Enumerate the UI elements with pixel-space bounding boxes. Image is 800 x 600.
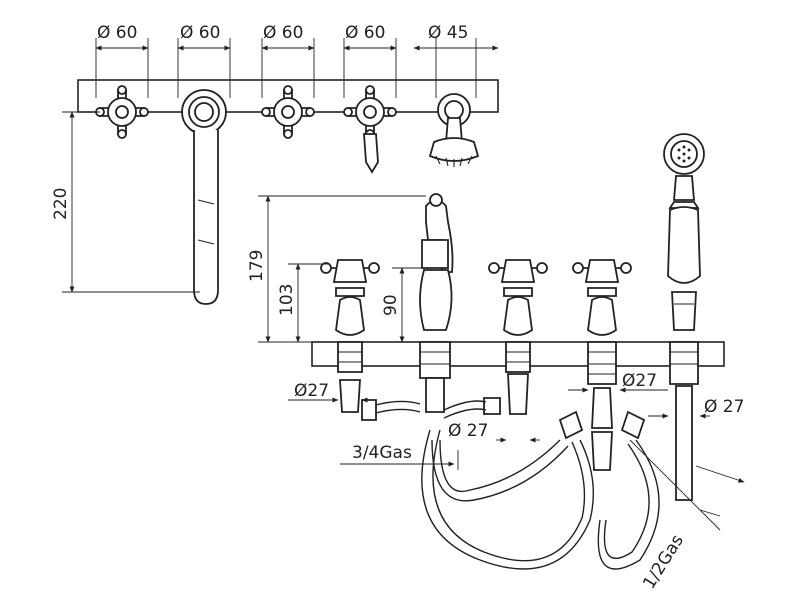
spout-front	[419, 193, 454, 379]
valve-front-1	[320, 259, 380, 373]
height-103-label: 103	[277, 284, 297, 316]
top-view: Ø 60 Ø 60 Ø 60 Ø 60 Ø 45	[51, 23, 499, 305]
height-90-label: 90	[381, 294, 401, 316]
hoses	[339, 373, 660, 570]
spout-top-arm	[193, 130, 219, 305]
front-view: 179 103 90 Ø27 Ø 27 Ø27 Ø 27 3/4Gas 1/2G…	[247, 133, 745, 593]
top-diam-1-label: Ø 60	[97, 23, 137, 43]
thread-34-label: 3/4Gas	[352, 443, 412, 463]
cross-handle-top-3	[261, 85, 315, 139]
diverter-stem-top	[363, 133, 379, 174]
height-220-label: 220	[51, 188, 71, 220]
height-179-label: 179	[247, 250, 267, 282]
cross-handle-top-4	[343, 85, 397, 139]
thread-12-label: 1/2Gas	[639, 531, 688, 592]
top-diam-4-label: Ø 60	[345, 23, 385, 43]
top-diam-2-label: Ø 60	[180, 23, 220, 43]
shower-holder-top	[428, 93, 480, 167]
diam-27-right-label: Ø 27	[704, 397, 744, 417]
valve-front-3	[488, 259, 548, 373]
diam-27-left-label: Ø27	[294, 381, 329, 401]
valve-front-4	[572, 259, 632, 471]
diam-27-center-label: Ø 27	[448, 421, 488, 441]
top-diam-3-label: Ø 60	[263, 23, 303, 43]
hand-shower-front	[663, 133, 705, 501]
spout-top	[181, 89, 227, 135]
top-diam-5-label: Ø 45	[428, 23, 468, 43]
diam-27-mid-label: Ø27	[622, 371, 657, 391]
